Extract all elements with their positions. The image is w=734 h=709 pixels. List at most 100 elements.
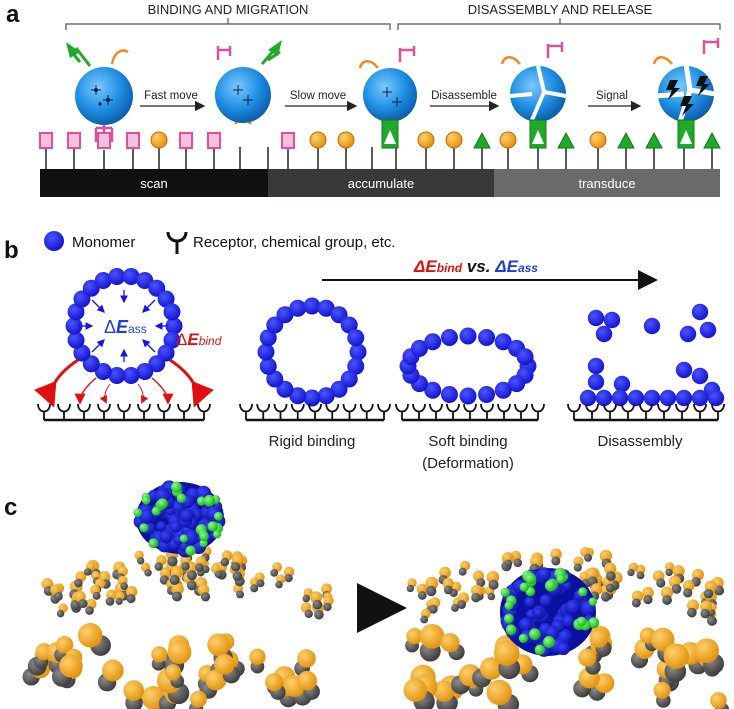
receptor <box>325 403 340 420</box>
lipid-head <box>151 646 168 663</box>
lipid-tail <box>406 584 414 593</box>
lipid-head <box>440 633 460 653</box>
monomer <box>136 362 154 380</box>
monomer <box>347 357 365 375</box>
monomer <box>587 373 605 391</box>
panel-a-letter: a <box>6 1 20 28</box>
cluster-bead <box>179 509 194 523</box>
monomer <box>259 357 277 375</box>
cluster-green-bead <box>578 587 588 597</box>
nanoparticle-2 <box>215 40 282 125</box>
lipid-tail <box>606 571 616 581</box>
monomer <box>459 327 477 345</box>
monomer <box>303 297 321 315</box>
receptor <box>37 403 51 420</box>
lipid-tail <box>83 568 92 576</box>
monomer <box>643 317 661 335</box>
arrow-disassemble: Disassemble <box>431 90 497 102</box>
bar-transduce <box>494 169 720 197</box>
lipid-head <box>710 692 727 709</box>
cluster-green-bead <box>505 624 517 635</box>
lipid-tail <box>426 585 437 597</box>
lipid-head <box>101 659 124 682</box>
caption-soft-binding: Soft binding <box>428 433 507 450</box>
monomer <box>340 316 358 334</box>
lipid-tail <box>573 563 582 572</box>
lipid-tail <box>700 608 711 619</box>
delta-e-bind-side: ΔEbind <box>176 330 222 349</box>
lipid-tail <box>92 591 101 600</box>
receptor <box>177 403 191 420</box>
cluster-bead <box>518 617 533 632</box>
cluster-green-bead <box>157 498 168 509</box>
bar-scan <box>40 169 268 197</box>
monomer <box>65 317 83 335</box>
nanoparticle-4 <box>500 42 567 149</box>
monomer <box>478 386 496 404</box>
lipid-tail <box>256 579 265 588</box>
lipid-tail <box>270 569 279 577</box>
lipid-tail <box>476 578 486 587</box>
bar-accumulate <box>268 169 494 197</box>
cluster-green-bead <box>588 597 598 606</box>
monomer <box>165 317 183 335</box>
lipid-head <box>550 548 562 560</box>
cluster-bead <box>159 529 173 544</box>
receptor <box>239 403 253 420</box>
cluster-green-bead <box>149 539 158 548</box>
receptor <box>77 403 91 420</box>
monomer <box>595 325 613 343</box>
cluster-bound <box>500 567 600 657</box>
cluster-green-bead <box>196 496 207 506</box>
lipid-head <box>425 576 439 590</box>
lipid-head <box>189 690 207 708</box>
cluster-bead <box>556 641 570 656</box>
monomer <box>410 339 428 357</box>
monomer <box>494 381 512 399</box>
surface-receptors <box>39 131 721 169</box>
lipid-tail <box>471 592 481 603</box>
bar-scan-label: scan <box>140 176 167 191</box>
lipid-tail <box>420 615 429 624</box>
monomer <box>478 328 496 346</box>
lipid-tail <box>687 607 697 618</box>
surface-soft <box>395 403 545 422</box>
cluster-green-bead <box>207 521 218 532</box>
receptor <box>657 403 671 420</box>
surface-rigid <box>239 403 391 422</box>
cluster-green-bead <box>141 495 151 505</box>
monomer <box>691 367 709 385</box>
lipid-head <box>651 627 675 652</box>
monomer <box>122 366 140 384</box>
cluster-green-bead <box>139 523 149 533</box>
inward-arrows <box>78 290 168 362</box>
monomer <box>587 309 605 327</box>
energy-compare-label: ΔEbind vs. ΔEass <box>413 257 538 276</box>
cluster-bead <box>169 520 182 533</box>
monomer <box>675 389 693 407</box>
lipid-tail <box>487 592 496 601</box>
monomer <box>303 389 321 407</box>
monomer <box>508 375 526 393</box>
arrow-slow-move: Slow move <box>290 90 346 102</box>
monomer <box>643 389 661 407</box>
lipid-head <box>265 673 284 692</box>
lipid-tail <box>181 562 190 571</box>
monomer <box>266 370 284 388</box>
monomer <box>440 328 458 346</box>
lipid-tail <box>275 580 283 589</box>
monomer <box>73 344 91 362</box>
lipid-tail <box>172 591 183 602</box>
monomer <box>691 389 709 407</box>
lipid-tail <box>662 595 672 605</box>
cluster-green-bead <box>543 635 555 648</box>
lipid-tail <box>312 599 323 610</box>
lipid-tail <box>250 584 259 593</box>
lipid-head <box>249 648 266 665</box>
lipid-head <box>164 664 182 681</box>
cluster-green-bead <box>534 644 546 656</box>
lipid-head <box>419 623 445 649</box>
lipid-tail <box>656 578 666 588</box>
caption-rigid-binding: Rigid binding <box>269 433 356 450</box>
lipid-head <box>479 657 503 680</box>
